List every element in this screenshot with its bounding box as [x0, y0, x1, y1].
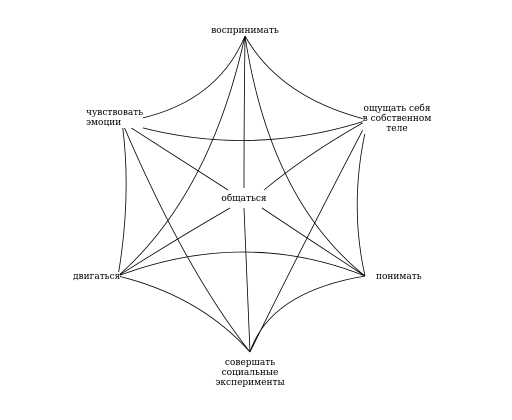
spoke-top-center — [243, 35, 246, 189]
curve-upper-right-bottom — [249, 119, 369, 353]
edge-lower-left-upper-left — [117, 121, 127, 277]
spoke-upper-left-center — [121, 121, 229, 191]
curve-top-lower-left — [117, 35, 246, 277]
curve-upper-left-upper-right — [121, 119, 369, 141]
node-label-upper-right: ощущать себя в собственном теле — [362, 104, 432, 134]
edge-upper-right-lower-right — [356, 119, 369, 277]
curve-lower-left-lower-right — [117, 251, 366, 277]
spoke-lower-right-center — [261, 207, 366, 277]
curve-top-lower-right — [244, 35, 366, 277]
edge-bottom-lower-left — [117, 275, 251, 353]
curve-upper-left-bottom — [121, 121, 251, 353]
node-label-top: воспринимать — [211, 26, 279, 36]
edge-lower-right-bottom — [249, 275, 366, 353]
node-label-center: общаться — [221, 194, 267, 204]
spoke-upper-right-center — [263, 119, 369, 191]
node-label-lower-left: двигаться — [73, 272, 121, 282]
spoke-lower-left-center — [117, 207, 231, 277]
node-label-bottom: совершать социальные эксперименты — [215, 358, 285, 388]
spoke-bottom-center — [243, 207, 251, 353]
node-label-lower-right: понимать — [376, 272, 422, 282]
edge-top-upper-right — [244, 35, 369, 121]
node-label-upper-left: чувствовать эмоции — [86, 108, 144, 128]
